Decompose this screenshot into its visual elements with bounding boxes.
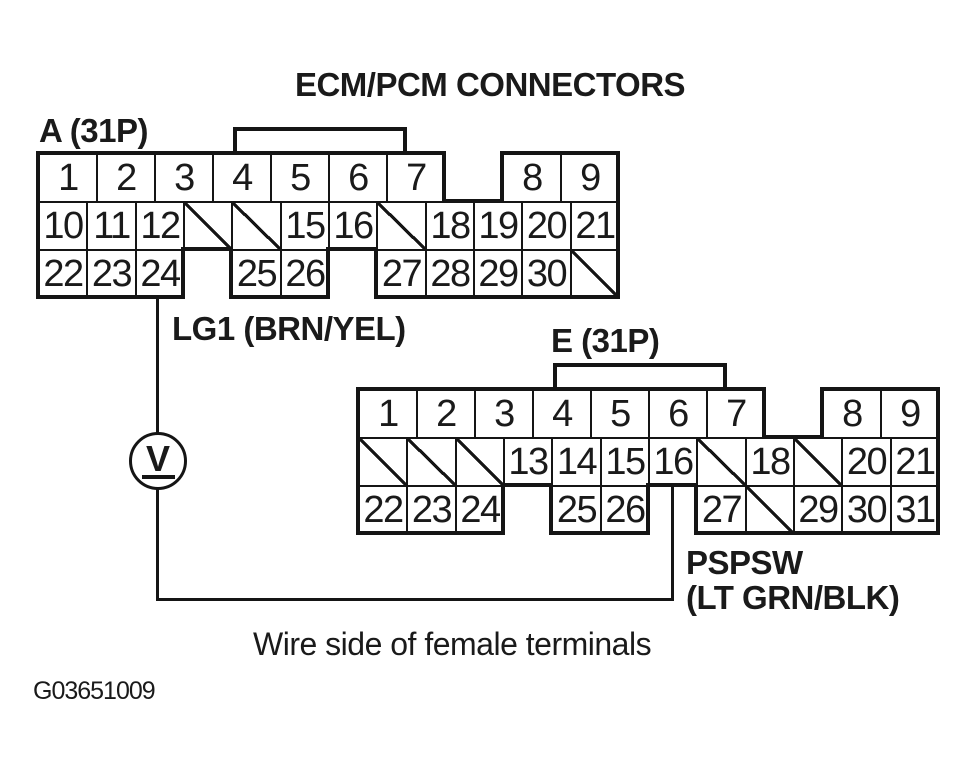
pin-cell-e-30: 30 — [841, 485, 892, 535]
wire-label-pspsw-line2: (LT GRN/BLK) — [686, 579, 900, 616]
pin-cell-a-5: 5 — [270, 153, 330, 203]
pin-cell-e-13: 13 — [503, 437, 553, 487]
no-pin-cell — [358, 437, 408, 487]
wire-pspsw-vertical — [671, 485, 674, 601]
pin-cell-a-11: 11 — [86, 201, 137, 251]
pin-cell-a-25: 25 — [231, 249, 282, 299]
pin-cell-a-22: 22 — [38, 249, 88, 299]
pin-cell-a-26: 26 — [280, 249, 330, 299]
pin-cell-a-18: 18 — [425, 201, 475, 251]
pin-cell-a-24: 24 — [135, 249, 185, 299]
pin-cell-a-10: 10 — [38, 201, 88, 251]
pin-cell-e-2: 2 — [416, 389, 476, 439]
connector-a-label: A (31P) — [39, 112, 148, 149]
pin-cell-a-3: 3 — [154, 153, 214, 203]
pin-cell-e-9: 9 — [880, 389, 940, 439]
pin-cell-a-20: 20 — [521, 201, 572, 251]
pin-cell-e-25: 25 — [551, 485, 602, 535]
pin-cell-a-1: 1 — [38, 153, 98, 203]
pin-cell-a-30: 30 — [521, 249, 572, 299]
pin-cell-e-20: 20 — [841, 437, 892, 487]
pin-cell-e-8: 8 — [822, 389, 882, 439]
pin-cell-a-6: 6 — [328, 153, 388, 203]
pin-cell-e-4: 4 — [532, 389, 592, 439]
pin-cell-a-27: 27 — [376, 249, 427, 299]
no-pin-cell — [745, 485, 795, 535]
pin-cell-e-1: 1 — [358, 389, 418, 439]
pin-cell-e-26: 26 — [600, 485, 650, 535]
pin-cell-e-22: 22 — [358, 485, 408, 535]
pin-cell-e-24: 24 — [455, 485, 505, 535]
pin-cell-a-12: 12 — [135, 201, 185, 251]
pin-cell-a-15: 15 — [280, 201, 330, 251]
pin-cell-a-29: 29 — [473, 249, 523, 299]
no-pin-cell — [696, 437, 747, 487]
wire-meter-horizontal — [156, 598, 674, 601]
pin-cell-a-21: 21 — [570, 201, 620, 251]
no-pin-cell — [793, 437, 843, 487]
pin-cell-a-4: 4 — [212, 153, 272, 203]
figure-id: G03651009 — [33, 677, 156, 705]
pin-cell-e-15: 15 — [600, 437, 650, 487]
pin-cell-a-9: 9 — [560, 153, 620, 203]
pin-cell-e-18: 18 — [745, 437, 795, 487]
pin-cell-e-16: 16 — [648, 437, 698, 487]
pin-cell-e-6: 6 — [648, 389, 708, 439]
wire-label-pspsw-line1: PSPSW — [686, 544, 803, 581]
no-pin-cell — [455, 437, 505, 487]
pin-cell-a-28: 28 — [425, 249, 475, 299]
wire-label-lg1: LG1 (BRN/YEL) — [172, 310, 406, 347]
no-pin-cell — [376, 201, 427, 251]
pin-cell-e-27: 27 — [696, 485, 747, 535]
voltmeter-icon: V — [129, 432, 187, 490]
no-pin-cell — [231, 201, 282, 251]
pin-cell-e-29: 29 — [793, 485, 843, 535]
pin-cell-a-8: 8 — [502, 153, 562, 203]
pin-cell-e-14: 14 — [551, 437, 602, 487]
connector-e-label: E (31P) — [551, 322, 660, 359]
pin-cell-e-3: 3 — [474, 389, 534, 439]
pin-cell-a-19: 19 — [473, 201, 523, 251]
pin-cell-a-23: 23 — [86, 249, 137, 299]
page-title: ECM/PCM CONNECTORS — [294, 66, 686, 103]
pin-cell-e-23: 23 — [406, 485, 457, 535]
pin-cell-a-2: 2 — [96, 153, 156, 203]
caption: Wire side of female terminals — [253, 626, 652, 662]
pin-cell-a-16: 16 — [328, 201, 378, 251]
pin-cell-e-31: 31 — [890, 485, 940, 535]
no-pin-cell — [570, 249, 620, 299]
no-pin-cell — [406, 437, 457, 487]
wire-label-pspsw: PSPSW (LT GRN/BLK) — [686, 544, 900, 616]
voltmeter-symbol-letter: V — [145, 437, 170, 479]
pin-cell-e-5: 5 — [590, 389, 650, 439]
pin-cell-e-7: 7 — [706, 389, 766, 439]
no-pin-cell — [183, 201, 233, 251]
pin-cell-e-21: 21 — [890, 437, 940, 487]
pin-cell-a-7: 7 — [386, 153, 446, 203]
voltmeter-underline — [141, 474, 175, 479]
